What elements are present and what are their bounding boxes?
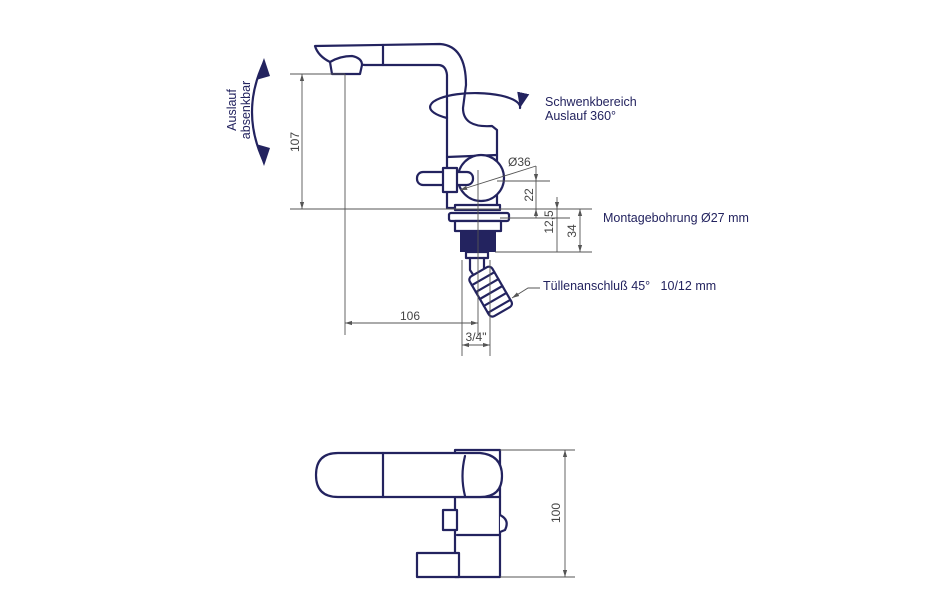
- label-auslauf-360: Auslauf 360°: [545, 109, 616, 123]
- dim-depth: 100: [549, 503, 563, 523]
- label-montagebohrung: Montagebohrung Ø27 mm: [603, 211, 749, 225]
- faucet-top-view: [314, 448, 575, 579]
- label-absenkbar: absenkbar: [239, 81, 253, 139]
- label-auslauf: Auslauf: [225, 89, 239, 131]
- label-schwenkbereich: Schwenkbereich: [545, 95, 637, 109]
- dim-diameter: Ø36: [508, 155, 531, 169]
- dim-12-5: 12,5: [542, 210, 556, 234]
- dim-reach: 106: [400, 309, 420, 323]
- label-tuellenanschluss: Tüllenanschluß 45° 10/12 mm: [543, 279, 716, 293]
- dim-22: 22: [522, 188, 536, 202]
- dim-height: 107: [288, 132, 302, 152]
- dim-34: 34: [565, 224, 579, 238]
- dimensions: [290, 73, 592, 356]
- dim-thread: 3/4": [466, 330, 487, 344]
